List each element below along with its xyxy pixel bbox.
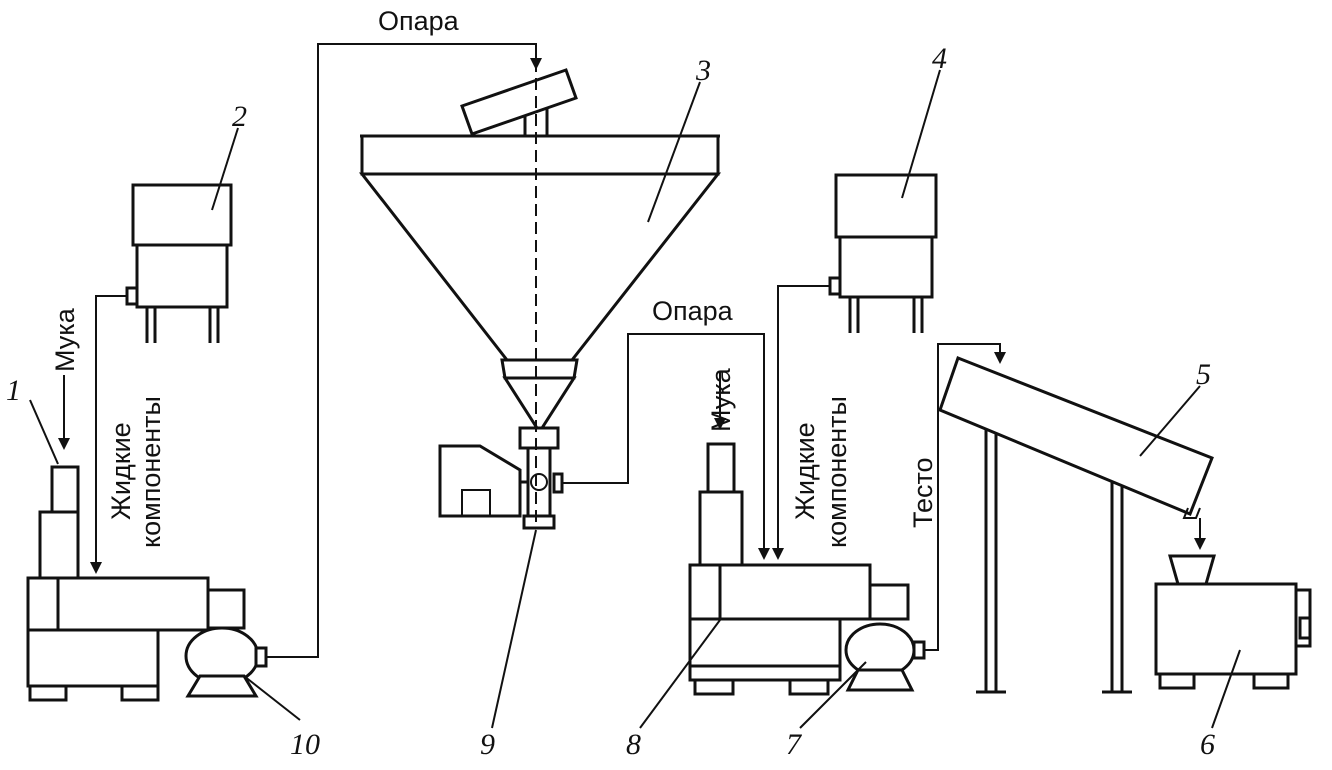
conveyor-5	[938, 356, 1214, 694]
number-7: 7	[786, 728, 803, 761]
flow-lines	[58, 43, 1206, 658]
dough-label: Тесто	[908, 457, 938, 528]
mixer-1	[26, 465, 246, 702]
liquid-line-left	[90, 295, 127, 574]
number-4: 4	[932, 42, 947, 75]
mixer-1-hopper	[50, 465, 80, 514]
tank-2	[125, 183, 233, 343]
number-1: 1	[6, 374, 21, 407]
number-6: 6	[1200, 728, 1215, 761]
leader-lines	[29, 69, 1241, 729]
number-10: 10	[290, 728, 320, 761]
liquid-line-right	[772, 285, 830, 560]
liquid-label-left-1: Жидкие	[106, 422, 136, 520]
liquid-label-right-1: Жидкие	[790, 422, 820, 520]
liquid-label-right-2: компоненты	[822, 396, 852, 548]
mixer-8	[688, 442, 910, 696]
fermentation-hopper-3	[358, 60, 722, 530]
flour-label-right: Мука	[706, 367, 736, 432]
pump-10	[184, 626, 268, 698]
number-9: 9	[480, 728, 495, 761]
opara-line-top	[266, 43, 542, 658]
opara-label-top: Опара	[378, 6, 460, 36]
opara-label-mid: Опара	[652, 296, 734, 326]
opara-line-mid	[562, 333, 770, 560]
number-3: 3	[695, 54, 711, 87]
number-5: 5	[1196, 358, 1211, 391]
number-8: 8	[626, 728, 641, 761]
number-2: 2	[232, 100, 247, 133]
pump-7	[844, 622, 926, 692]
liquid-label-left-2: компоненты	[136, 396, 166, 548]
flour-label-left: Мука	[50, 307, 80, 372]
divider-6	[1154, 554, 1312, 690]
dough-line	[924, 343, 1006, 651]
tank-4	[828, 173, 938, 333]
